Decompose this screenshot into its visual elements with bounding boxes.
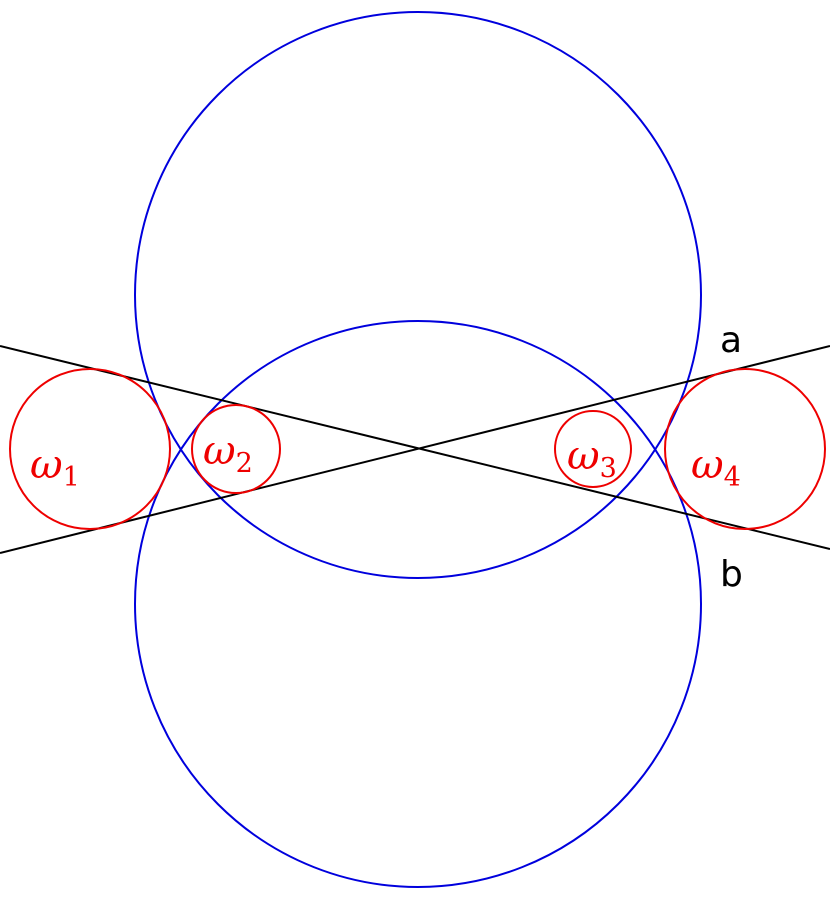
omega-3-subscript: 3 [600,453,617,484]
omega-1-circle [9,368,171,530]
omega-2-subscript: 2 [236,448,253,479]
omega-1-subscript: 1 [63,462,80,493]
omega-4-symbol: ω [691,442,724,488]
omega-4-circle [664,368,826,530]
omega-4-subscript: 4 [724,462,741,493]
omega-3-label: ω3 [567,433,617,484]
line-b [0,345,830,554]
omega-3-circle [554,410,632,488]
omega-3-symbol: ω [567,433,600,479]
big-circle-top [134,11,702,579]
omega-1-label: ω1 [30,442,80,493]
omega-1-symbol: ω [30,442,63,488]
omega-4-label: ω4 [691,442,741,493]
line-b-label: b [720,554,743,595]
line-a-label: a [720,320,742,361]
omega-2-circle [191,404,281,494]
omega-2-symbol: ω [203,428,236,474]
big-circle-bottom [134,320,702,888]
omega-2-label: ω2 [203,428,253,479]
line-a [0,345,830,550]
